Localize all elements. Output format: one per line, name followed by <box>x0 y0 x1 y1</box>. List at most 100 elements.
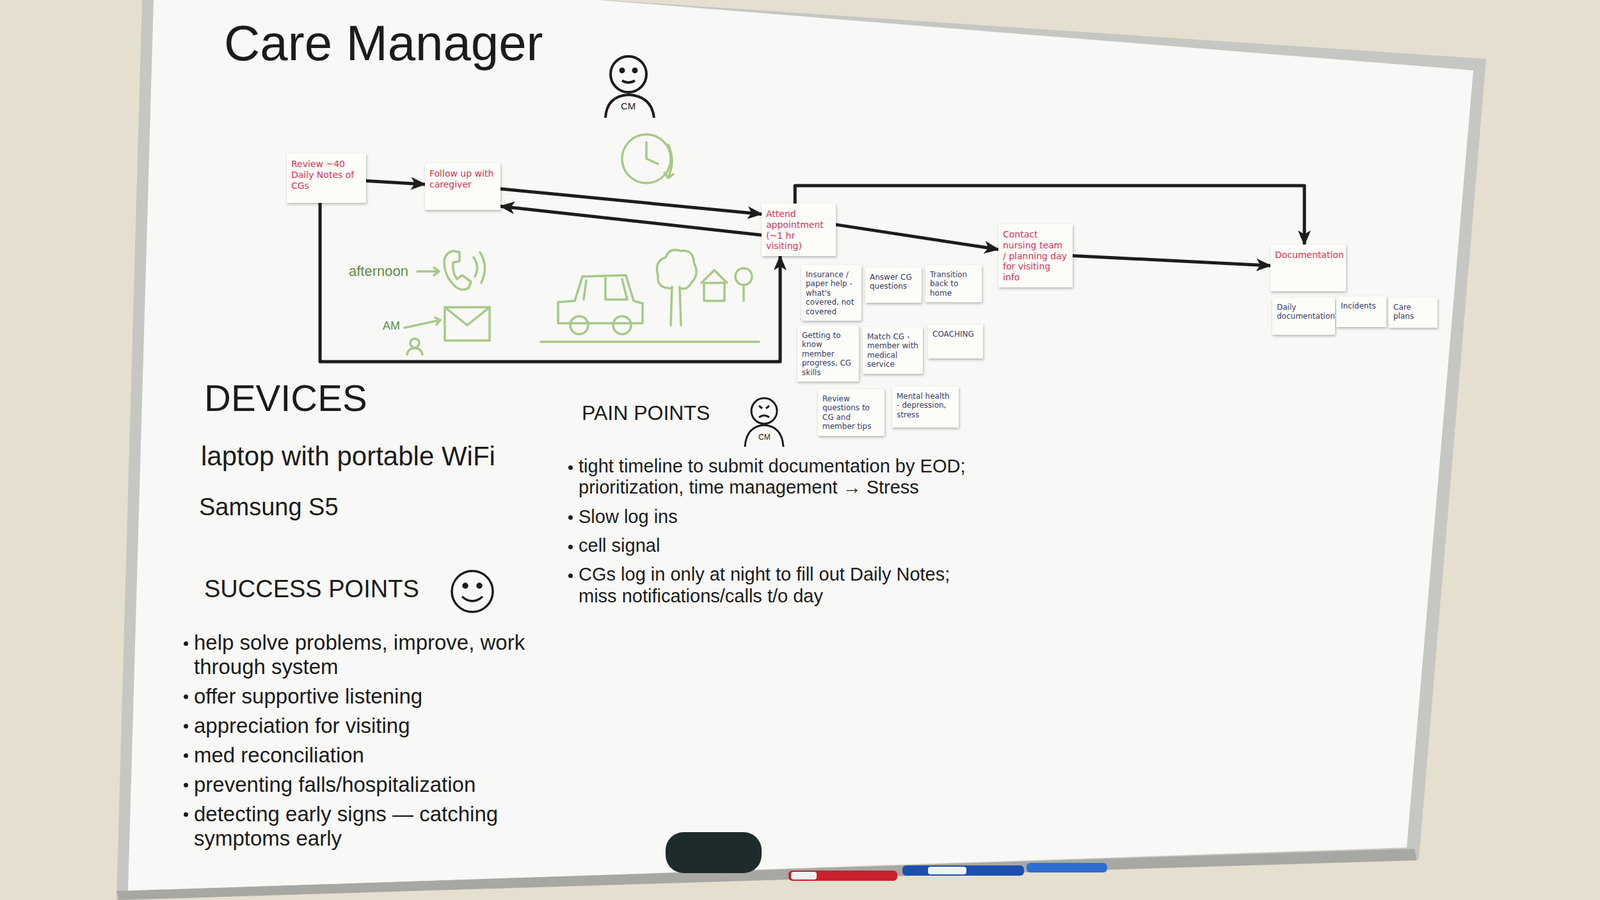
bullet-item: CGs log in only at night to fill out Dai… <box>578 563 969 607</box>
marker-label <box>928 866 967 875</box>
sticky-note: Documentation <box>1270 244 1346 292</box>
head <box>610 56 647 93</box>
bullet-dot <box>183 782 189 788</box>
note-text: Documentation <box>1274 249 1342 261</box>
sticky-note: Answer CG questions <box>865 267 922 303</box>
clock-hands <box>646 142 658 164</box>
car-windows <box>583 277 628 300</box>
blue-marker <box>902 865 1024 876</box>
section-heading: DEVICES <box>204 377 368 419</box>
small-person-body <box>407 348 423 355</box>
device-item: laptop with portable WiFi <box>200 441 496 472</box>
sticky-note: Incidents <box>1336 296 1387 328</box>
sketch-arrow <box>417 267 440 276</box>
eraser <box>665 832 762 873</box>
sketch-note: AM <box>382 320 400 333</box>
note-text: COACHING <box>932 329 979 339</box>
note-text: Transition back to home <box>929 270 978 298</box>
person-tag: CM <box>758 433 771 442</box>
car-body <box>558 275 643 324</box>
sticky-note: Attend appointment (~1 hr visiting) <box>761 203 836 256</box>
section-heading: PAIN POINTS <box>581 401 710 425</box>
ground-line <box>540 340 760 344</box>
person-tag: CM <box>620 101 636 112</box>
shoulders <box>605 94 655 118</box>
sticky-note: Care plans <box>1388 297 1438 328</box>
marker-tray <box>116 848 1417 900</box>
sticky-note: Follow up with caregiver <box>424 163 501 210</box>
note-text: Insurance / paper help - what's covered,… <box>805 270 857 317</box>
list-text: preventing falls/hospitalization <box>193 772 553 797</box>
marker-label <box>791 871 817 880</box>
bullet-item: help solve problems, improve, work throu… <box>193 630 553 680</box>
red-marker <box>788 870 898 881</box>
sticky-note: Insurance / paper help - what's covered,… <box>801 264 862 321</box>
car-wheel <box>613 316 632 335</box>
bullet-item: Slow log ins <box>578 506 969 528</box>
note-text: Follow up with caregiver <box>429 168 496 191</box>
house-roof <box>701 270 728 283</box>
flow-arrow <box>500 206 762 235</box>
sticky-note: Review ~40 Daily Notes of CGs <box>286 153 367 203</box>
eye <box>620 69 624 73</box>
clock-arrowhead <box>664 172 674 178</box>
envelope-flap <box>444 307 490 326</box>
flow-arrow <box>366 180 425 185</box>
small-person-head <box>410 338 420 348</box>
sticky-note: Transition back to home <box>925 264 982 303</box>
note-text: Care plans <box>1393 302 1433 322</box>
bullet-dot <box>568 465 573 470</box>
head <box>751 398 777 424</box>
blue-marker <box>1026 862 1108 873</box>
note-text: Answer CG questions <box>869 272 918 292</box>
list-text: CGs log in only at night to fill out Dai… <box>578 563 969 607</box>
bullet-dot <box>568 573 573 578</box>
car-wheel <box>570 316 589 335</box>
eye <box>463 583 468 588</box>
list-text: help solve problems, improve, work throu… <box>193 630 553 680</box>
sticky-note: Getting to know member progress, CG skil… <box>797 325 859 382</box>
frown <box>759 415 770 418</box>
bullet-item: offer supportive listening <box>193 684 553 709</box>
bullet-dot <box>183 812 189 817</box>
sketch-arrow <box>404 317 441 328</box>
note-text: Review questions to CG and member tips <box>822 394 880 432</box>
note-text: Getting to know member progress, CG skil… <box>801 330 855 377</box>
bullet-item: cell signal <box>578 535 969 557</box>
clock-arrow <box>668 144 672 177</box>
note-text: Daily documentation <box>1276 302 1331 322</box>
bullet-item: med reconciliation <box>193 743 553 768</box>
bullet-dot <box>183 753 189 758</box>
sticky-note: COACHING <box>928 324 984 359</box>
bullet-item: detecting early signs — catching symptom… <box>193 801 553 851</box>
flow-arrow <box>1072 256 1271 266</box>
list-text: med reconciliation <box>193 743 553 768</box>
sticky-note: Contact nursing team / planning day for … <box>998 224 1073 288</box>
board-surface <box>128 0 1474 891</box>
bullet-item: tight timeline to submit documentation b… <box>578 455 969 499</box>
bullet-dot <box>568 544 573 550</box>
house-walls <box>704 282 725 301</box>
bullet-dot <box>568 515 573 520</box>
face <box>451 570 493 612</box>
bullet-item: appreciation for visiting <box>193 713 553 738</box>
success-list: help solve problems, improve, work throu… <box>193 630 553 856</box>
list-text: detecting early signs — catching symptom… <box>193 801 553 851</box>
note-text: Incidents <box>1340 301 1382 311</box>
eyes <box>759 405 770 409</box>
envelope <box>444 307 490 341</box>
bullet-dot <box>183 641 189 646</box>
flow-arrow <box>835 224 999 250</box>
clock-face <box>622 134 671 184</box>
tree-trunk <box>670 286 681 326</box>
markers <box>788 862 1108 881</box>
note-text: Review ~40 Daily Notes of CGs <box>291 158 362 191</box>
section-heading: SUCCESS POINTS <box>204 576 420 603</box>
note-text: Mental health - depression, stress <box>896 391 955 420</box>
board-title: Care Manager <box>224 14 544 73</box>
note-text: Contact nursing team / planning day for … <box>1002 229 1069 283</box>
shoulders <box>744 424 784 447</box>
small-tree-canopy <box>735 268 752 285</box>
pain-list: tight timeline to submit documentation b… <box>578 455 969 615</box>
